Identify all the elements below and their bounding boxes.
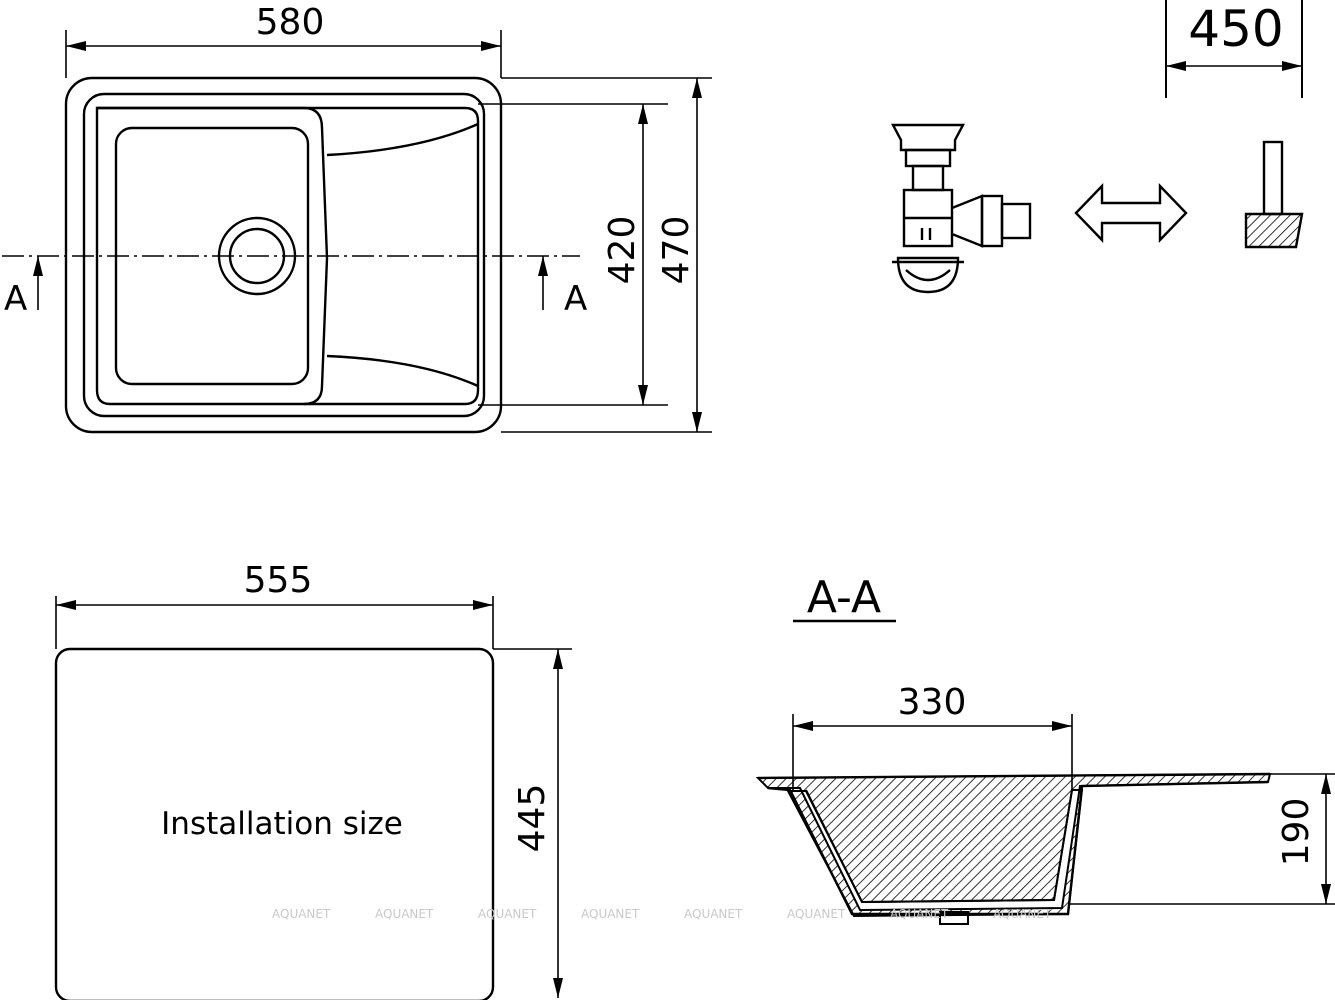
dimension-555 xyxy=(55,596,494,649)
cutout-outline xyxy=(54,647,495,1000)
sink-top-view xyxy=(64,76,503,434)
drainboard-groove-bottom xyxy=(326,354,479,388)
dimension-555-label: 555 xyxy=(244,560,313,601)
sink-outer-rim xyxy=(64,76,503,434)
watermark-row: AQUANET AQUANET AQUANET AQUANET AQUANET … xyxy=(272,907,1052,921)
dimension-450 xyxy=(1165,0,1303,98)
drain-pipe-icon xyxy=(1244,140,1304,249)
dimension-470-label: 470 xyxy=(656,216,697,285)
watermark: AQUANET xyxy=(993,907,1052,921)
drainboard-groove-top xyxy=(326,122,479,157)
dimension-450-label: 450 xyxy=(1188,0,1283,58)
dimension-445 xyxy=(493,648,572,998)
dimension-330 xyxy=(792,714,1073,790)
double-arrow-icon xyxy=(1074,183,1188,243)
sink-cross-section xyxy=(755,772,1272,918)
section-title: A-A xyxy=(807,572,881,623)
dimension-445-label: 445 xyxy=(512,784,553,853)
bowl-wall-inner xyxy=(805,789,1073,904)
watermark: AQUANET xyxy=(581,907,640,921)
dimension-190-label: 190 xyxy=(1276,798,1317,867)
dimension-330-label: 330 xyxy=(898,682,967,723)
installation-size-label: Installation size xyxy=(161,806,403,842)
siphon-icon xyxy=(891,123,1032,294)
bowl-outer-edge xyxy=(97,106,329,406)
section-mark-right: A xyxy=(564,279,587,319)
watermark: AQUANET xyxy=(478,907,537,921)
bowl-wall-outer xyxy=(767,780,1269,916)
watermark: AQUANET xyxy=(684,907,743,921)
dimension-470 xyxy=(501,77,712,433)
dimension-190 xyxy=(1070,773,1335,905)
sink-rim-edge xyxy=(82,92,486,418)
watermark: AQUANET xyxy=(375,907,434,921)
sink-drainboard-outline xyxy=(95,106,480,406)
dimension-420-label: 420 xyxy=(602,216,643,285)
watermark: AQUANET xyxy=(787,907,846,921)
dimension-420 xyxy=(478,103,668,406)
section-outline-top xyxy=(757,772,1271,780)
drain-outlet xyxy=(939,911,969,925)
watermark: AQUANET xyxy=(272,907,331,921)
watermark: AQUANET xyxy=(890,907,949,921)
dimension-580-label: 580 xyxy=(256,2,325,43)
section-mark-left: A xyxy=(4,279,27,319)
dimension-580 xyxy=(65,30,502,78)
